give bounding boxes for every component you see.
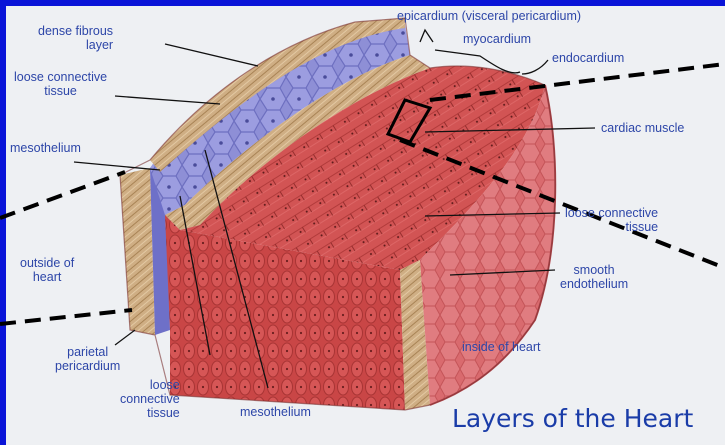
label-outside-of-heart-line2: heart [20, 270, 74, 284]
label-smooth-line1: smooth [560, 263, 628, 277]
label-loose-connective-top-line2: tissue [14, 84, 107, 98]
label-endocardium: endocardium [552, 51, 624, 65]
label-dense-fibrous-layer: dense fibrous layer [38, 24, 113, 52]
label-loose-connective-tissue-right: loose connective tissue [565, 206, 658, 234]
label-parietal-pericardium: parietal pericardium [55, 345, 120, 373]
label-outside-of-heart-line1: outside of [20, 256, 74, 270]
label-loose-bottom-line3: tissue [120, 406, 180, 420]
label-parietal-line2: pericardium [55, 359, 120, 373]
label-inside-of-heart: inside of heart [462, 340, 541, 354]
diagram-title: Layers of the Heart [452, 404, 693, 433]
label-loose-connective-tissue-bottom: loose connective tissue [120, 378, 180, 420]
label-cardiac-muscle: cardiac muscle [601, 121, 684, 135]
label-smooth-line2: endothelium [560, 277, 628, 291]
label-loose-bottom-line1: loose [120, 378, 180, 392]
label-mesothelium-bottom: mesothelium [240, 405, 311, 419]
label-parietal-line1: parietal [55, 345, 120, 359]
label-myocardium: myocardium [463, 32, 531, 46]
label-dense-fibrous-layer-line1: dense fibrous [38, 24, 113, 38]
label-smooth-endothelium: smooth endothelium [560, 263, 628, 291]
label-epicardium: epicardium (visceral pericardium) [397, 9, 581, 23]
label-loose-right-line1: loose connective [565, 206, 658, 220]
label-outside-of-heart: outside of heart [20, 256, 74, 284]
label-loose-bottom-line2: connective [120, 392, 180, 406]
label-dense-fibrous-layer-line2: layer [38, 38, 113, 52]
label-loose-connective-top-line1: loose connective [14, 70, 107, 84]
label-loose-right-line2: tissue [565, 220, 658, 234]
label-loose-connective-tissue-top: loose connective tissue [14, 70, 107, 98]
label-mesothelium-left: mesothelium [10, 141, 81, 155]
